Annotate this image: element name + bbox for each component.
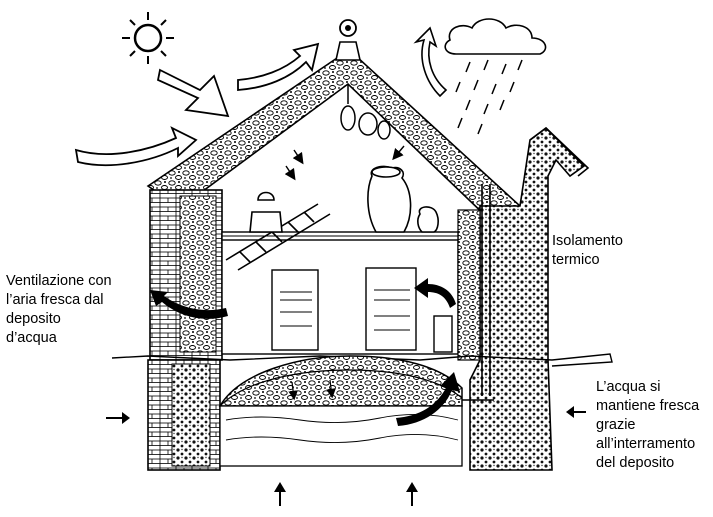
water-line-2: mantiene fresca (596, 398, 700, 414)
airflow-arrows (150, 278, 460, 426)
storage-jars (249, 165, 439, 233)
hanging-items (340, 84, 391, 140)
interior-space (221, 235, 459, 355)
water-label: L’acqua si mantiene fresca grazie all’in… (596, 378, 699, 473)
water-line-3: grazie (596, 417, 636, 433)
sun-icon (122, 12, 174, 64)
wind-arrow-icon (74, 42, 320, 167)
ground-line (111, 353, 613, 367)
ventilation-line-4: d’acqua (6, 330, 57, 346)
cistern (147, 355, 463, 471)
water-line-4: all’interramento (596, 436, 696, 452)
insulation-line-2: termico (552, 252, 600, 268)
ventilation-line-3: deposito (6, 311, 61, 327)
water-line-5: del deposito (596, 455, 675, 471)
interior-niches (271, 267, 453, 353)
ventilation-label: Ventilazione con l’aria fresca dal depos… (6, 272, 112, 348)
pressure-arrows (106, 406, 586, 506)
insulation-label: Isolamento termico (552, 232, 623, 270)
heat-arrows (284, 145, 405, 181)
ventilation-line-2: l’aria fresca dal (6, 292, 104, 308)
water-line-1: L’acqua si (596, 379, 661, 395)
ventilation-line-1: Ventilazione con (6, 273, 112, 289)
insulation-line-1: Isolamento (552, 233, 623, 249)
rain-cloud-icon (413, 18, 547, 135)
